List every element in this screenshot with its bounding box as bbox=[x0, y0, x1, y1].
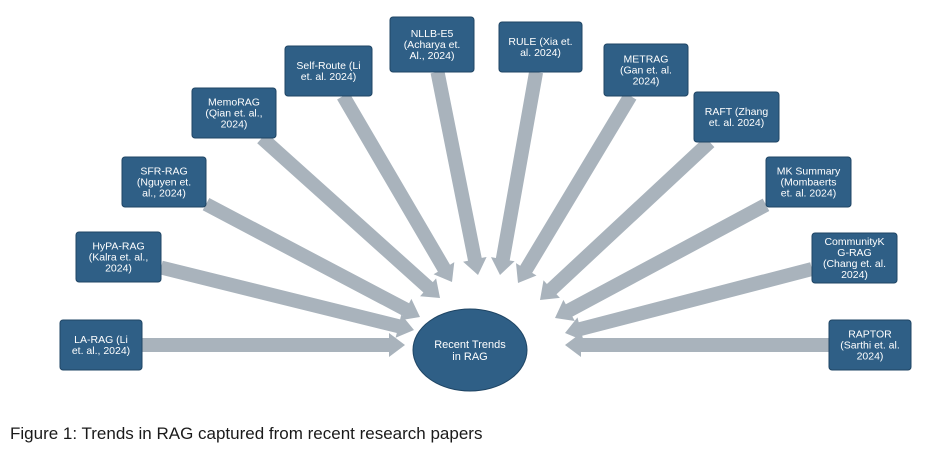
node-box-mk-summary bbox=[765, 156, 852, 208]
node-rule: RULE (Xia et.al. 2024) bbox=[498, 21, 583, 73]
arrow-rule bbox=[491, 70, 543, 275]
node-nllb-e5: NLLB-E5(Acharya et.Al., 2024) bbox=[389, 16, 475, 73]
node-label-mk-summary-line-1: (Mombaerts bbox=[780, 177, 836, 189]
node-label-hypa-rag-line-0: HyPA-RAG bbox=[92, 241, 144, 253]
node-label-hypa-rag-line-2: 2024) bbox=[105, 263, 132, 275]
center-label-line-0: Recent Trends bbox=[434, 339, 506, 351]
node-label-sfr-rag-line-1: (Nguyen et. bbox=[137, 177, 191, 189]
node-memorag: MemoRAG(Qian et. al.,2024) bbox=[191, 87, 277, 139]
node-label-sfr-rag-line-2: al., 2024) bbox=[142, 188, 186, 200]
center-ellipse bbox=[412, 308, 528, 392]
arrow-memorag bbox=[257, 132, 440, 298]
node-label-nllb-e5-line-1: (Acharya et. bbox=[404, 39, 461, 51]
node-label-hypa-rag-line-1: (Kalra et. al., bbox=[89, 252, 149, 264]
center-label-line-1: in RAG bbox=[452, 351, 487, 363]
node-label-raptor-line-0: RAPTOR bbox=[848, 329, 892, 341]
node-label-nllb-e5-line-2: Al., 2024) bbox=[410, 50, 455, 62]
node-box-hypa-rag bbox=[75, 231, 162, 283]
node-label-nllb-e5-line-0: NLLB-E5 bbox=[411, 28, 454, 40]
node-box-raptor bbox=[828, 319, 912, 371]
node-label-communitykg-line-0: CommunityK bbox=[824, 236, 884, 248]
node-box-metrag bbox=[603, 43, 689, 97]
node-box-rule bbox=[498, 21, 583, 73]
node-label-communitykg-line-1: G-RAG bbox=[837, 247, 871, 259]
arrow-metrag bbox=[516, 92, 637, 284]
arrow-raft bbox=[540, 136, 715, 300]
node-label-communitykg-line-2: (Chang et. al. bbox=[823, 258, 886, 270]
node-label-mk-summary-line-2: et. al. 2024) bbox=[781, 188, 836, 200]
arrow-mk-summary bbox=[555, 198, 770, 321]
node-box-communitykg bbox=[811, 232, 898, 284]
node-hypa-rag: HyPA-RAG(Kalra et. al.,2024) bbox=[75, 231, 162, 283]
node-box-self-route bbox=[284, 45, 373, 97]
node-label-raft-line-0: RAFT (Zhang bbox=[705, 106, 769, 118]
node-raptor: RAPTOR(Sarthi et. al.2024) bbox=[828, 319, 912, 371]
arrow-sfr-rag bbox=[202, 198, 420, 321]
node-label-raptor-line-2: 2024) bbox=[857, 351, 884, 363]
node-label-la-rag-line-1: et. al., 2024) bbox=[72, 345, 130, 357]
node-label-memorag-line-2: 2024) bbox=[221, 119, 248, 131]
node-label-self-route-line-0: Self-Route (Li bbox=[296, 60, 360, 72]
node-label-raft-line-1: et. al. 2024) bbox=[709, 117, 764, 129]
node-label-rule-line-1: al. 2024) bbox=[520, 47, 561, 59]
node-box-raft bbox=[693, 91, 780, 143]
arrow-self-route bbox=[337, 92, 455, 282]
figure-caption: Figure 1: Trends in RAG captured from re… bbox=[10, 424, 483, 443]
node-label-self-route-line-1: et. al. 2024) bbox=[301, 71, 356, 83]
node-label-sfr-rag-line-0: SFR-RAG bbox=[140, 166, 187, 178]
arrow-raptor bbox=[565, 333, 829, 357]
node-label-communitykg-line-3: 2024) bbox=[841, 269, 868, 281]
arrow-hypa-rag bbox=[159, 260, 414, 338]
node-label-mk-summary-line-0: MK Summary bbox=[777, 166, 841, 178]
arrow-communitykg bbox=[565, 262, 814, 341]
node-sfr-rag: SFR-RAG(Nguyen et.al., 2024) bbox=[121, 156, 207, 208]
node-label-metrag-line-2: 2024) bbox=[633, 76, 660, 88]
arrow-nllb-e5 bbox=[430, 70, 487, 275]
node-box-memorag bbox=[191, 87, 277, 139]
arrow-la-rag bbox=[142, 333, 405, 357]
node-box-la-rag bbox=[59, 319, 143, 371]
node-box-sfr-rag bbox=[121, 156, 207, 208]
node-label-rule-line-0: RULE (Xia et. bbox=[508, 36, 572, 48]
node-label-metrag-line-1: (Gan et. al. bbox=[620, 65, 672, 77]
node-label-la-rag-line-0: LA-RAG (Li bbox=[74, 334, 128, 346]
node-metrag: METRAG(Gan et. al.2024) bbox=[603, 43, 689, 97]
node-label-memorag-line-0: MemoRAG bbox=[208, 97, 260, 109]
arrows-layer bbox=[142, 70, 829, 357]
node-box-nllb-e5 bbox=[389, 16, 475, 73]
node-label-memorag-line-1: (Qian et. al., bbox=[205, 108, 262, 120]
node-label-raptor-line-1: (Sarthi et. al. bbox=[840, 340, 900, 352]
node-label-metrag-line-0: METRAG bbox=[624, 54, 669, 66]
